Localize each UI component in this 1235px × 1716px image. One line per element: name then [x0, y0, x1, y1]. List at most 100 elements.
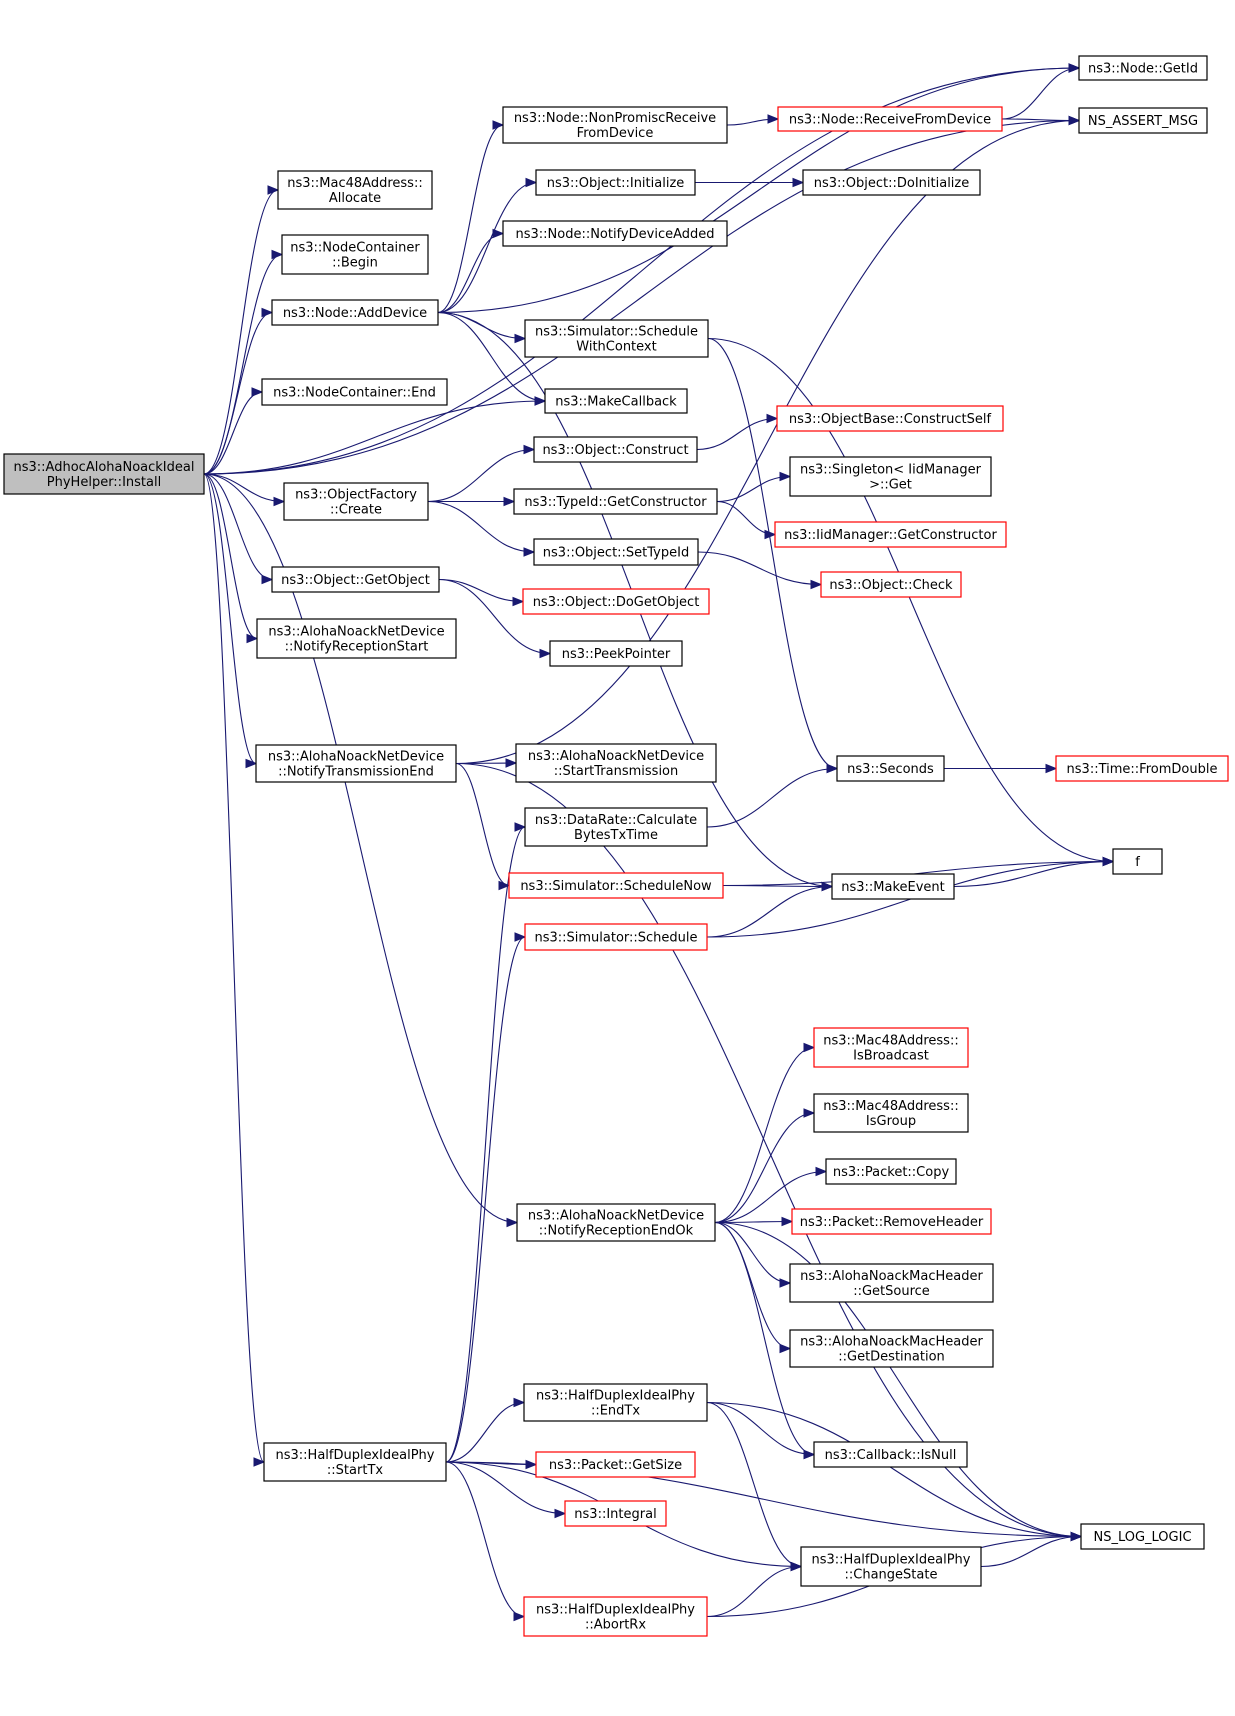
edge-endtx-to-changestate [706, 1401, 803, 1572]
node-notifydev[interactable]: ns3::Node::NotifyDeviceAdded [502, 220, 728, 247]
node-integral[interactable]: ns3::Integral [564, 1500, 667, 1527]
node-label: ns3::HalfDuplexIdealPhy [276, 1448, 435, 1463]
edge-adddevice-to-notifydev [437, 228, 505, 314]
node-getsize[interactable]: ns3::Packet::GetSize [535, 1451, 696, 1478]
node-label: ns3::Node::NonPromiscReceive [514, 111, 716, 126]
node-label: >::Get [869, 478, 912, 493]
edge-root-to-notifyrxstart [203, 473, 259, 644]
node-schednow[interactable]: ns3::Simulator::ScheduleNow [508, 872, 724, 899]
node-label: ns3::TypeId::GetConstructor [524, 495, 707, 510]
node-dogetobject[interactable]: ns3::Object::DoGetObject [522, 588, 710, 615]
edge-adddevice-to-objinit [437, 177, 538, 314]
node-label: ns3::Callback::IsNull [825, 1448, 957, 1463]
node-notifyrxstart[interactable]: ns3::AlohaNoackNetDevice::NotifyReceptio… [256, 618, 457, 659]
node-pktcopy[interactable]: ns3::Packet::Copy [825, 1158, 957, 1185]
node-adddevice[interactable]: ns3::Node::AddDevice [271, 299, 439, 326]
node-label: ::StartTx [327, 1463, 383, 1478]
node-label: BytesTxTime [574, 828, 658, 843]
node-label: ns3::IidManager::GetConstructor [784, 528, 997, 543]
node-label: ns3::AlohaNoackMacHeader [800, 1335, 983, 1350]
node-factory[interactable]: ns3::ObjectFactory::Create [283, 482, 429, 521]
edge-objinit-to-doinit [695, 177, 805, 188]
node-receivefrom[interactable]: ns3::Node::ReceiveFromDevice [777, 106, 1003, 132]
edge-changestate-to-loglogic [980, 1531, 1083, 1568]
node-getdest[interactable]: ns3::AlohaNoackMacHeader::GetDestination [789, 1329, 994, 1368]
node-isbroadcast[interactable]: ns3::Mac48Address::IsBroadcast [813, 1027, 969, 1068]
node-label: ns3::Mac48Address:: [823, 1099, 958, 1114]
edge-notifyrxendok-to-pktcopy [714, 1166, 828, 1224]
edge-hdstarttx-to-datarate [445, 822, 527, 1463]
node-check[interactable]: ns3::Object::Check [820, 571, 962, 598]
node-label: ::EndTx [591, 1404, 640, 1419]
node-label: IsBroadcast [853, 1049, 929, 1064]
node-settypeid[interactable]: ns3::Object::SetTypeId [533, 538, 699, 566]
edge-receivefrom-to-getid [1001, 63, 1081, 120]
node-getobject[interactable]: ns3::Object::GetObject [271, 566, 440, 593]
node-schedule[interactable]: ns3::Simulator::Schedule [524, 923, 708, 951]
node-removeheader[interactable]: ns3::Packet::RemoveHeader [791, 1208, 992, 1235]
node-objconstruct[interactable]: ns3::Object::Construct [533, 436, 698, 463]
edge-adddevice-to-getid [437, 63, 1081, 314]
node-isgroup[interactable]: ns3::Mac48Address::IsGroup [813, 1093, 969, 1133]
node-label: ns3::Simulator::Schedule [535, 325, 698, 340]
node-singleton[interactable]: ns3::Singleton< IidManager >::Get [789, 456, 992, 497]
node-assert[interactable]: NS_ASSERT_MSG [1078, 107, 1208, 134]
node-iidctor[interactable]: ns3::IidManager::GetConstructor [774, 521, 1007, 548]
node-ncbegin[interactable]: ns3::NodeContainer::Begin [281, 234, 429, 275]
node-constructself[interactable]: ns3::ObjectBase::ConstructSelf [776, 405, 1004, 432]
node-label: ns3::Node::GetId [1088, 62, 1198, 77]
call-graph-nodes: ns3::AdhocAlohaNoackIdealPhyHelper::Inst… [3, 55, 1229, 1637]
edge-root-to-notifytxend [203, 473, 258, 769]
node-seconds[interactable]: ns3::Seconds [836, 755, 945, 782]
node-fromdouble[interactable]: ns3::Time::FromDouble [1055, 755, 1229, 782]
node-starttx[interactable]: ns3::AlohaNoackNetDevice::StartTransmiss… [515, 743, 717, 783]
edge-endtx-to-loglogic [706, 1401, 1083, 1542]
edge-notifytxend-to-assert [455, 115, 1081, 765]
node-label: ns3::HalfDuplexIdealPhy [812, 1553, 971, 1568]
node-notifytxend[interactable]: ns3::AlohaNoackNetDevice::NotifyTransmis… [255, 744, 457, 783]
node-label: ns3::AlohaNoackNetDevice [268, 625, 444, 640]
node-label: ns3::Simulator::Schedule [534, 931, 697, 946]
node-label: ::Create [330, 503, 382, 518]
edge-factory-to-objconstruct [427, 444, 536, 503]
edge-root-to-ncend [203, 387, 264, 475]
node-getctor[interactable]: ns3::TypeId::GetConstructor [513, 488, 718, 515]
node-root[interactable]: ns3::AdhocAlohaNoackIdealPhyHelper::Inst… [3, 453, 205, 495]
node-label: NS_ASSERT_MSG [1088, 114, 1198, 129]
node-label: ns3::Singleton< IidManager [800, 463, 982, 478]
edge-factory-to-settypeid [427, 500, 536, 557]
node-makecb[interactable]: ns3::MakeCallback [544, 388, 688, 414]
node-f[interactable]: f [1112, 848, 1163, 875]
node-label: ns3::Packet::GetSize [549, 1458, 682, 1473]
node-getsource[interactable]: ns3::AlohaNoackMacHeader::GetSource [789, 1263, 994, 1303]
edge-getctor-to-iidctor [716, 500, 777, 540]
node-changestate[interactable]: ns3::HalfDuplexIdealPhy::ChangeState [800, 1546, 982, 1587]
node-makeevent[interactable]: ns3::MakeEvent [831, 873, 955, 900]
edge-getobject-to-dogetobject [438, 578, 525, 607]
edge-hdstarttx-to-schedule [445, 932, 527, 1463]
edge-adddevice-to-makecb [437, 311, 547, 406]
node-abortrx[interactable]: ns3::HalfDuplexIdealPhy::AbortRx [523, 1596, 708, 1637]
node-label: ns3::HalfDuplexIdealPhy [536, 1389, 695, 1404]
node-label: ::AbortRx [585, 1618, 646, 1633]
edge-objconstruct-to-constructself [696, 413, 779, 451]
edge-hdstarttx-to-endtx [445, 1397, 526, 1463]
node-ncend[interactable]: ns3::NodeContainer::End [261, 378, 448, 406]
node-getid[interactable]: ns3::Node::GetId [1078, 55, 1208, 81]
node-label: ::NotifyTransmissionEnd [278, 765, 434, 780]
node-notifyrxendok[interactable]: ns3::AlohaNoackNetDevice::NotifyReceptio… [516, 1203, 716, 1242]
node-macalloc[interactable]: ns3::Mac48Address::Allocate [277, 170, 433, 210]
call-graph-edges [203, 63, 1115, 1622]
node-label: ns3::PeekPointer [562, 647, 671, 662]
node-objinit[interactable]: ns3::Object::Initialize [535, 169, 696, 196]
node-hdstarttx[interactable]: ns3::HalfDuplexIdealPhy::StartTx [263, 1442, 447, 1482]
node-isnull[interactable]: ns3::Callback::IsNull [813, 1441, 968, 1468]
node-peekptr[interactable]: ns3::PeekPointer [549, 640, 683, 667]
node-endtx[interactable]: ns3::HalfDuplexIdealPhy::EndTx [523, 1383, 708, 1422]
node-loglogic[interactable]: NS_LOG_LOGIC [1080, 1523, 1205, 1550]
node-label: ns3::Object::DoGetObject [533, 595, 700, 610]
node-doinit[interactable]: ns3::Object::DoInitialize [802, 169, 981, 196]
